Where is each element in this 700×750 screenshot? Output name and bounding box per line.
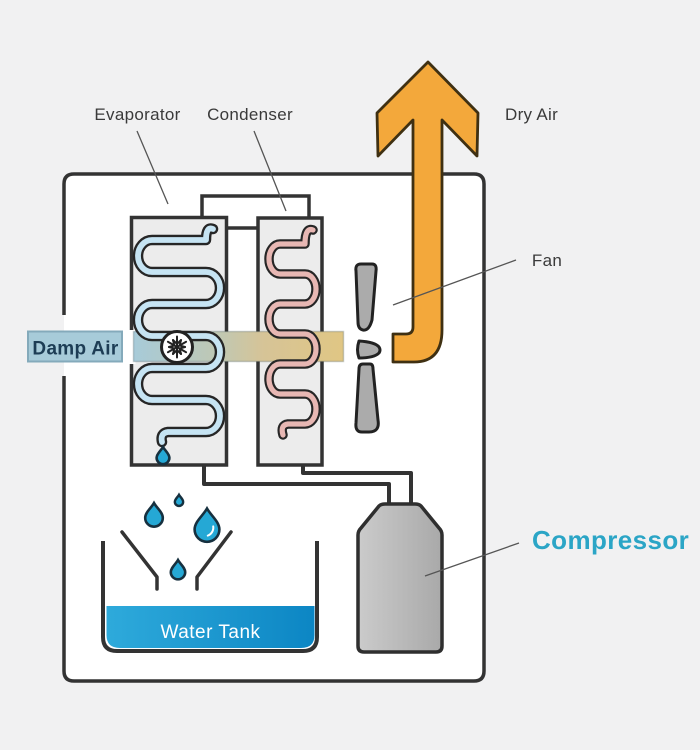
water-drop-icon-evaporator — [157, 447, 170, 464]
refrigerant-pipe-evaporator-to-compressor — [202, 462, 391, 507]
water-tank — [101, 541, 319, 653]
water-drop-icon-small — [171, 560, 185, 579]
condenser-leader-line — [253, 130, 287, 212]
unit-outline — [62, 172, 486, 683]
compressor-leader-line — [424, 542, 520, 577]
dry-air-arrow — [375, 60, 480, 364]
evaporator-label: Evaporator — [94, 105, 180, 124]
compressor-body — [356, 502, 444, 654]
water — [106, 606, 315, 648]
dry-air-label: Dry Air — [505, 105, 558, 124]
funnel-right — [195, 530, 233, 591]
fan-icon — [354, 262, 382, 434]
band-border-gap — [126, 330, 136, 364]
refrigerant-pipe-condenser-to-compressor — [301, 462, 413, 507]
fan-blade-top — [354, 262, 378, 332]
fan-hub — [356, 339, 382, 360]
water-tank-label: Water Tank — [160, 622, 260, 643]
funnel-left — [120, 530, 159, 591]
fan-leader-line — [392, 259, 517, 306]
water-drop-icon-medium — [145, 503, 163, 527]
damp-air-label: Damp Air — [32, 339, 118, 360]
water-drop-icon-tiny — [175, 495, 183, 506]
evaporator-leader-line — [136, 130, 169, 205]
water-drop-icon-large — [195, 509, 220, 542]
damp-air-band — [27, 330, 123, 363]
fan-blade-bottom — [354, 362, 380, 434]
snowflake-icon — [160, 330, 194, 364]
condenser-coil — [264, 224, 321, 440]
fan-label: Fan — [532, 251, 562, 270]
compressor-label: Compressor — [532, 525, 689, 555]
condenser-label: Condenser — [207, 105, 293, 124]
